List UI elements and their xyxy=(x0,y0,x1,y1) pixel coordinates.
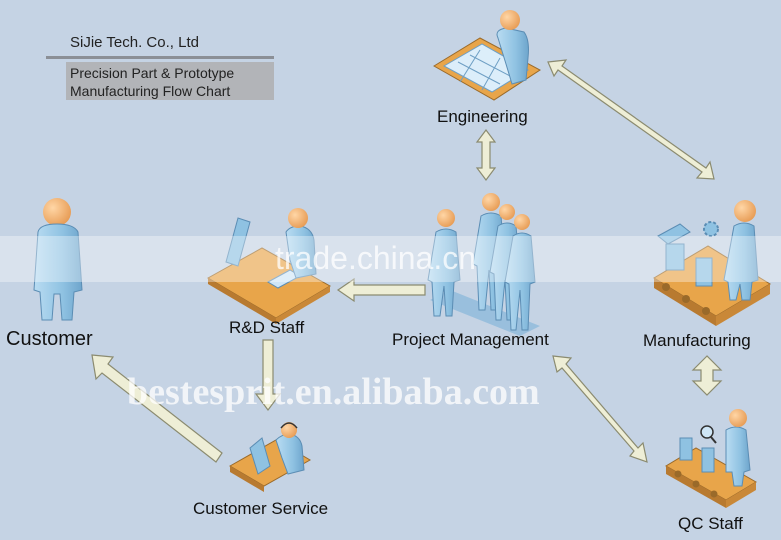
label-engineering: Engineering xyxy=(437,107,528,126)
arrow-customer-service-customer xyxy=(91,354,223,463)
arrow-project-qc xyxy=(552,355,648,463)
customer-service-figure xyxy=(228,422,312,492)
label-rd-staff: R&D Staff xyxy=(229,318,305,337)
watermark-band xyxy=(0,236,781,282)
arrow-manufacturing-qc xyxy=(691,355,723,396)
watermark-bottom: bestesprit.en.alibaba.com xyxy=(127,371,540,413)
customer-figure xyxy=(33,198,83,321)
title-divider xyxy=(46,56,274,59)
project-management-figure xyxy=(427,193,540,336)
company-name: SiJie Tech. Co., Ltd xyxy=(70,34,199,51)
arrow-engineering-manufacturing xyxy=(547,59,715,180)
label-manufacturing: Manufacturing xyxy=(643,331,751,350)
title-subtitle: Precision Part & Prototype Manufacturing… xyxy=(66,62,274,100)
arrow-project-rd xyxy=(336,277,426,303)
pm-person-1 xyxy=(427,209,461,317)
qc-staff-figure xyxy=(665,409,757,508)
pm-person-4 xyxy=(504,214,536,331)
label-project-management: Project Management xyxy=(392,330,549,349)
subtitle-line-2: Manufacturing Flow Chart xyxy=(70,83,231,99)
label-qc-staff: QC Staff xyxy=(678,514,743,533)
title-box: SiJie Tech. Co., Ltd Precision Part & Pr… xyxy=(46,32,274,102)
watermark-top: trade.china.cn xyxy=(275,240,477,276)
manufacturing-figure xyxy=(653,200,771,326)
rd-staff-figure xyxy=(206,208,332,324)
label-customer: Customer xyxy=(6,328,93,350)
engineering-figure xyxy=(433,10,541,101)
subtitle-line-1: Precision Part & Prototype xyxy=(70,65,235,81)
arrow-engineering-project xyxy=(475,129,497,181)
label-customer-service: Customer Service xyxy=(193,499,329,518)
arrow-rd-customer-service xyxy=(254,339,282,411)
